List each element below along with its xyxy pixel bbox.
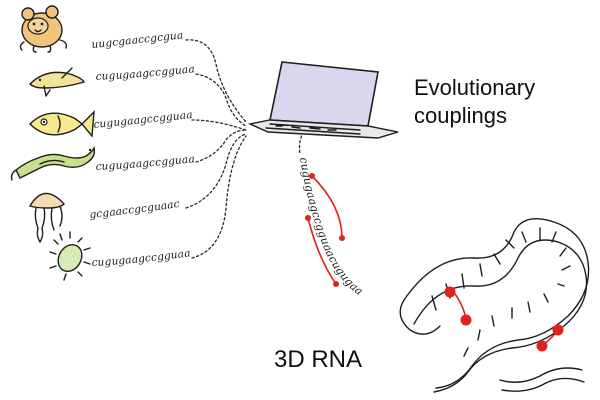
evolutionary-couplings-label: Evolutionary couplings: [414, 74, 564, 130]
coupling-point: [305, 215, 311, 221]
coupling-point: [339, 235, 345, 241]
connector-line: [186, 134, 246, 208]
connector-line: [186, 40, 246, 122]
coupling-point: [445, 287, 456, 298]
microbe-icon: [50, 232, 90, 280]
sequence-jellyfish: gcgaaccgcguaac: [89, 198, 181, 221]
fish-icon: [30, 112, 94, 136]
connector-line: [300, 132, 305, 154]
coupling-point: [309, 173, 315, 179]
rna-3d-label: 3D RNA: [274, 346, 362, 374]
rna-helix-icon: [400, 219, 588, 392]
coupling-point: [553, 325, 564, 336]
worm-icon: [12, 148, 95, 180]
connector-line: [192, 120, 246, 130]
flatfish-icon: [30, 68, 84, 96]
coupling-point: [537, 341, 548, 352]
connector-line: [196, 130, 246, 162]
connector-line: [196, 74, 246, 126]
coupling-point: [461, 315, 472, 326]
sequence-text: gcgaaccgcguaac: [89, 198, 181, 221]
bear-icon: [20, 6, 66, 52]
coupling-point: [333, 281, 339, 287]
connector-line: [192, 136, 246, 258]
laptop-icon: [250, 62, 398, 138]
jellyfish-icon: [30, 193, 64, 242]
